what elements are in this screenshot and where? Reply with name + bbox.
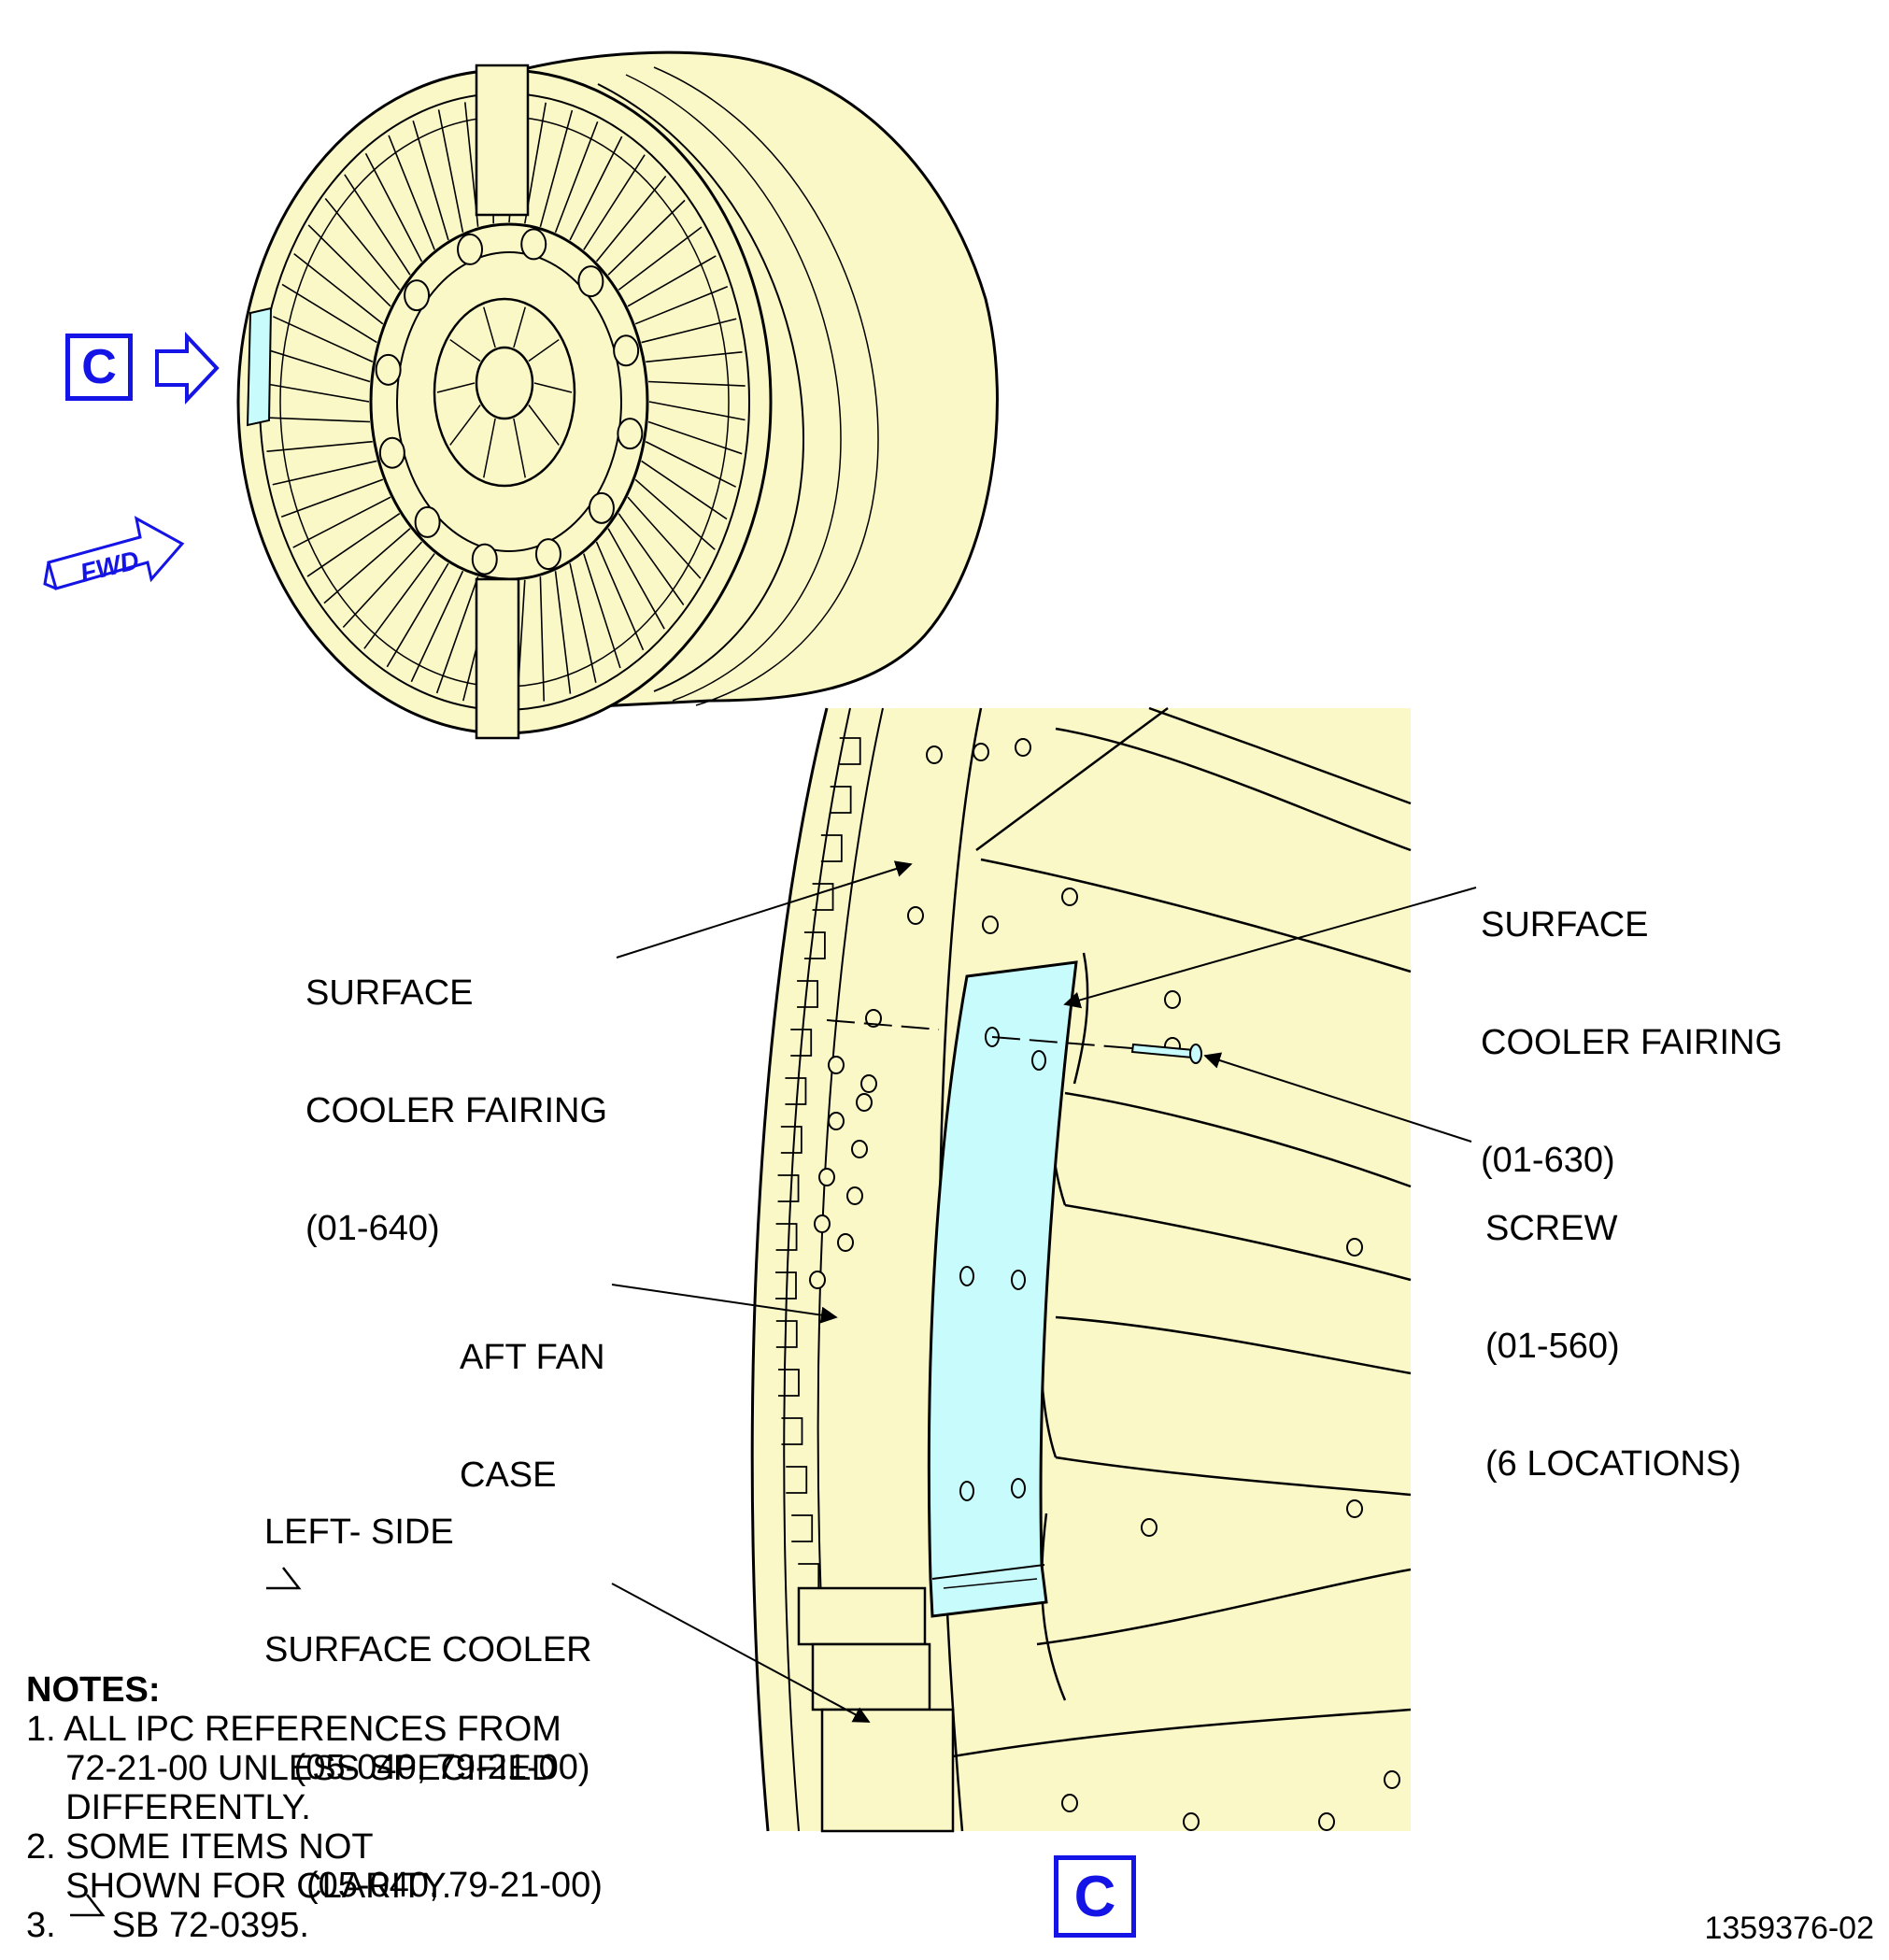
view-c-callout-button[interactable]: C bbox=[65, 334, 133, 401]
view-c-title-label: C bbox=[1073, 1864, 1116, 1929]
view-c-callout-label: C bbox=[81, 340, 117, 394]
surface-cooler-fairing-630 bbox=[927, 960, 1078, 1618]
figure-number: 1359376-02 bbox=[1704, 1910, 1874, 1946]
label-aft-fan-case: AFT FAN CASE bbox=[460, 1338, 605, 1495]
notes-block: NOTES: 1. ALL IPC REFERENCES FROM 72-21-… bbox=[26, 1670, 561, 1945]
label-screw-560: SCREW (01-560) (6 LOCATIONS) bbox=[1485, 1209, 1741, 1484]
view-c-arrow bbox=[155, 331, 220, 405]
label-left-side-surface-cooler: LEFT- SIDE SURFACE COOLER (05-040, 79-21… bbox=[264, 1513, 603, 1905]
view-c-title-box: C bbox=[1054, 1855, 1136, 1938]
detail-background bbox=[752, 708, 1411, 1831]
note-line: 72-21-00 UNLESS SPECIFIED bbox=[26, 1749, 558, 1788]
leader-lines bbox=[611, 860, 1477, 1723]
note-line: 2. SOME ITEMS NOT bbox=[26, 1827, 374, 1867]
detail-view-c bbox=[750, 706, 1412, 1833]
fwd-arrow-icon: FWD bbox=[43, 516, 185, 590]
label-surface-cooler-fairing-640: SURFACE COOLER FAIRING (01-640) bbox=[305, 973, 608, 1248]
engine-overview bbox=[236, 50, 999, 740]
screw-560 bbox=[826, 1019, 1202, 1064]
hub-bosses bbox=[375, 228, 644, 575]
hub-spokes bbox=[436, 306, 573, 478]
fairing-highlight-overview bbox=[246, 306, 273, 427]
label-surface-cooler-fairing-630: SURFACE COOLER FAIRING (01-630) bbox=[1481, 905, 1783, 1180]
fastener-holes bbox=[809, 738, 1400, 1831]
note-line: SHOWN FOR CLARITY. bbox=[26, 1867, 452, 1906]
effectivity-marker-icon bbox=[70, 1567, 302, 1917]
left-side-surface-cooler bbox=[797, 1586, 955, 1833]
note-line: DIFFERENTLY. bbox=[26, 1788, 311, 1827]
notes-heading: NOTES: bbox=[26, 1670, 161, 1710]
note-line: 1. ALL IPC REFERENCES FROM bbox=[26, 1710, 561, 1749]
note-line: 3.SB 72-0395. bbox=[26, 1906, 309, 1945]
